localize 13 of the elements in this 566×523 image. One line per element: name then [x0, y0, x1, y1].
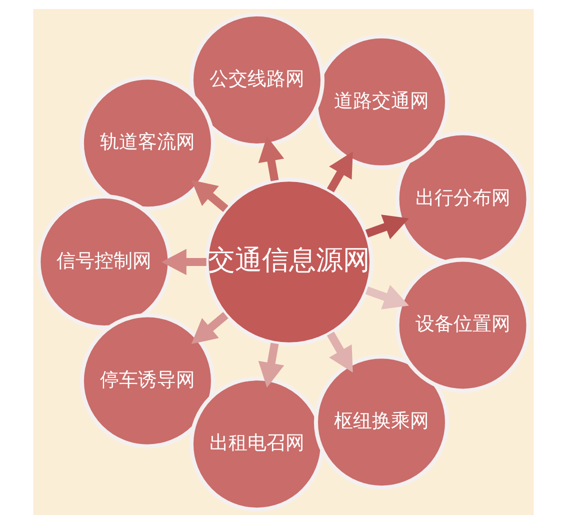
- arrow: [190, 180, 228, 212]
- arrow: [364, 284, 408, 309]
- arrow: [326, 151, 352, 192]
- arrow: [258, 342, 284, 388]
- arrow: [160, 248, 206, 275]
- arrow: [190, 312, 228, 344]
- node-circle: 枢纽换乘网: [313, 354, 449, 490]
- node-circle: 设备位置网: [394, 257, 530, 392]
- node-circle: 信号控制网: [36, 194, 172, 330]
- arrow: [364, 214, 408, 239]
- node-circle: 道路交通网: [313, 34, 449, 169]
- arrow: [326, 331, 352, 372]
- arrow: [258, 136, 284, 181]
